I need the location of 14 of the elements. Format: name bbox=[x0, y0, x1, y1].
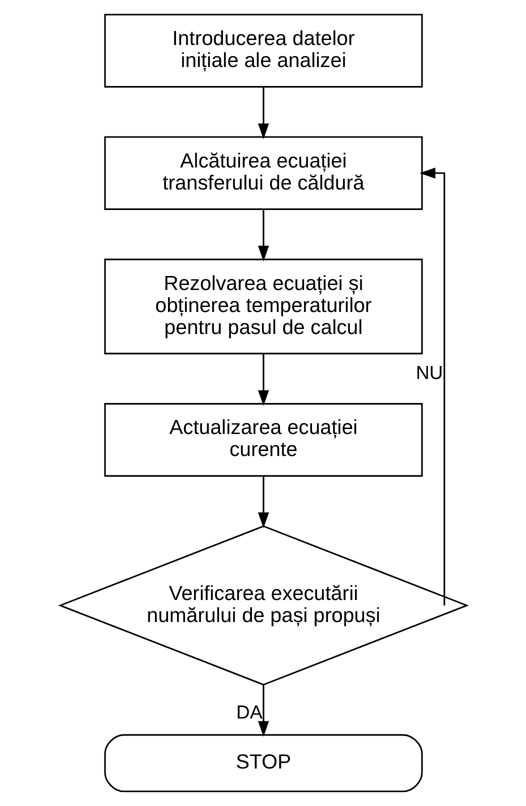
node-box: Alcătuirea ecuației transferului de căldură bbox=[104, 136, 422, 210]
node-diamond: Verificarea executării numărului de pași propuși bbox=[58, 525, 468, 686]
node-box: STOP bbox=[104, 734, 422, 792]
node-box: Introducerea datelor inițiale ale analizei bbox=[104, 14, 422, 88]
node-box: Actualizarea ecuației curente bbox=[104, 403, 422, 477]
node-box: Rezolvarea ecuației și obținerea temperaturilor pentru pasul de calcul bbox=[104, 258, 422, 354]
arrow bbox=[258, 354, 268, 406]
arrow bbox=[258, 87, 268, 140]
edge-label: NU bbox=[415, 362, 443, 384]
arrow bbox=[258, 210, 268, 262]
arrow bbox=[258, 684, 268, 737]
edge-label: DA bbox=[236, 701, 262, 722]
arrow bbox=[419, 168, 445, 606]
arrow bbox=[258, 476, 268, 528]
